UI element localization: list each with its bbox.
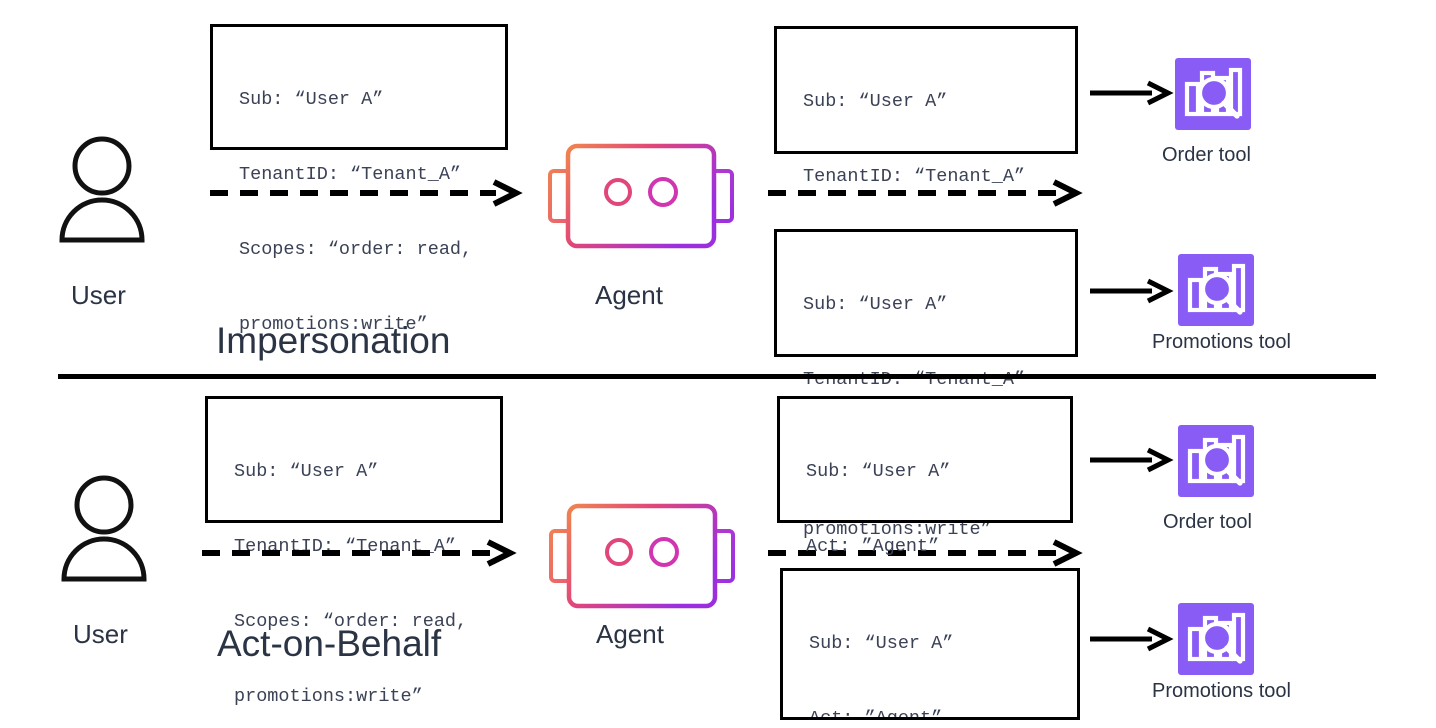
dashed-arrow-user-to-agent xyxy=(202,539,517,567)
robot-icon xyxy=(549,503,735,609)
outbound-token-box: Sub: “User A” Act: ”Agent” TenantID: “Te… xyxy=(780,568,1080,720)
token-line: Sub: “User A” xyxy=(809,633,954,654)
user-icon xyxy=(61,475,147,582)
solid-arrow-to-order-tool xyxy=(1090,447,1174,473)
token-line: Act: ”Agent” xyxy=(806,536,940,557)
token-line: Scopes: “order: read, xyxy=(234,611,468,632)
token-line: Sub: “User A” xyxy=(239,89,384,110)
agent-label: Agent xyxy=(595,280,663,310)
section-title-impersonation: Impersonation xyxy=(216,320,451,361)
outbound-token-box: Sub: “User A” TenantID: “Tenant_A” Scope… xyxy=(774,229,1078,540)
token-line: TenantID: “Tenant_A” xyxy=(803,166,1026,187)
token-line: promotions:write” xyxy=(803,519,992,540)
token-line: Sub: “User A” xyxy=(234,461,379,482)
token-line: promotions:write” xyxy=(239,314,428,335)
user-label: User xyxy=(71,280,126,310)
user-icon xyxy=(59,136,145,243)
token-line: promotions:write” xyxy=(234,686,423,707)
token-line: TenantID: “Tenant_A” xyxy=(803,369,1026,390)
dashed-arrow-user-to-agent xyxy=(210,179,523,207)
robot-icon xyxy=(548,143,734,249)
outbound-token-box: Sub: “User A” Act: ”Agent” TenantID: “Te… xyxy=(777,396,1073,707)
order-tool-label: Order tool xyxy=(1162,144,1251,166)
user-label: User xyxy=(73,619,128,649)
order-tool-label: Order tool xyxy=(1163,511,1252,533)
inbound-token-box: Sub: “User A” TenantID: “Tenant_A” Scope… xyxy=(205,396,503,707)
token-line: Sub: “User A” xyxy=(803,91,948,112)
token-line: TenantID: “Tenant_A” xyxy=(239,164,462,185)
solid-arrow-to-promotions-tool xyxy=(1090,278,1174,304)
promotions-tool-icon xyxy=(1178,603,1254,675)
token-line: Sub: “User A” xyxy=(806,461,951,482)
token-line: Act: ”Agent” xyxy=(809,708,943,720)
token-line: Scopes: “order: read, xyxy=(239,239,473,260)
token-line: Sub: “User A” xyxy=(803,294,948,315)
promotions-tool-icon xyxy=(1178,254,1254,326)
section-divider xyxy=(58,374,1376,379)
dashed-arrow-agent-to-tools xyxy=(768,539,1083,567)
section-title-act-on-behalf: Act-on-Behalf xyxy=(217,623,442,664)
promotions-tool-label: Promotions tool xyxy=(1152,331,1291,353)
outbound-token-box: Sub: “User A” TenantID: “Tenant_A” Scope… xyxy=(774,26,1078,337)
solid-arrow-to-order-tool xyxy=(1090,80,1174,106)
promotions-tool-label: Promotions tool xyxy=(1152,680,1291,702)
agent-label: Agent xyxy=(596,619,664,649)
inbound-token-box: Sub: “User A” TenantID: “Tenant_A” Scope… xyxy=(210,24,508,335)
dashed-arrow-agent-to-tools xyxy=(768,179,1083,207)
solid-arrow-to-promotions-tool xyxy=(1090,626,1174,652)
order-tool-icon xyxy=(1175,58,1251,130)
order-tool-icon xyxy=(1178,425,1254,497)
